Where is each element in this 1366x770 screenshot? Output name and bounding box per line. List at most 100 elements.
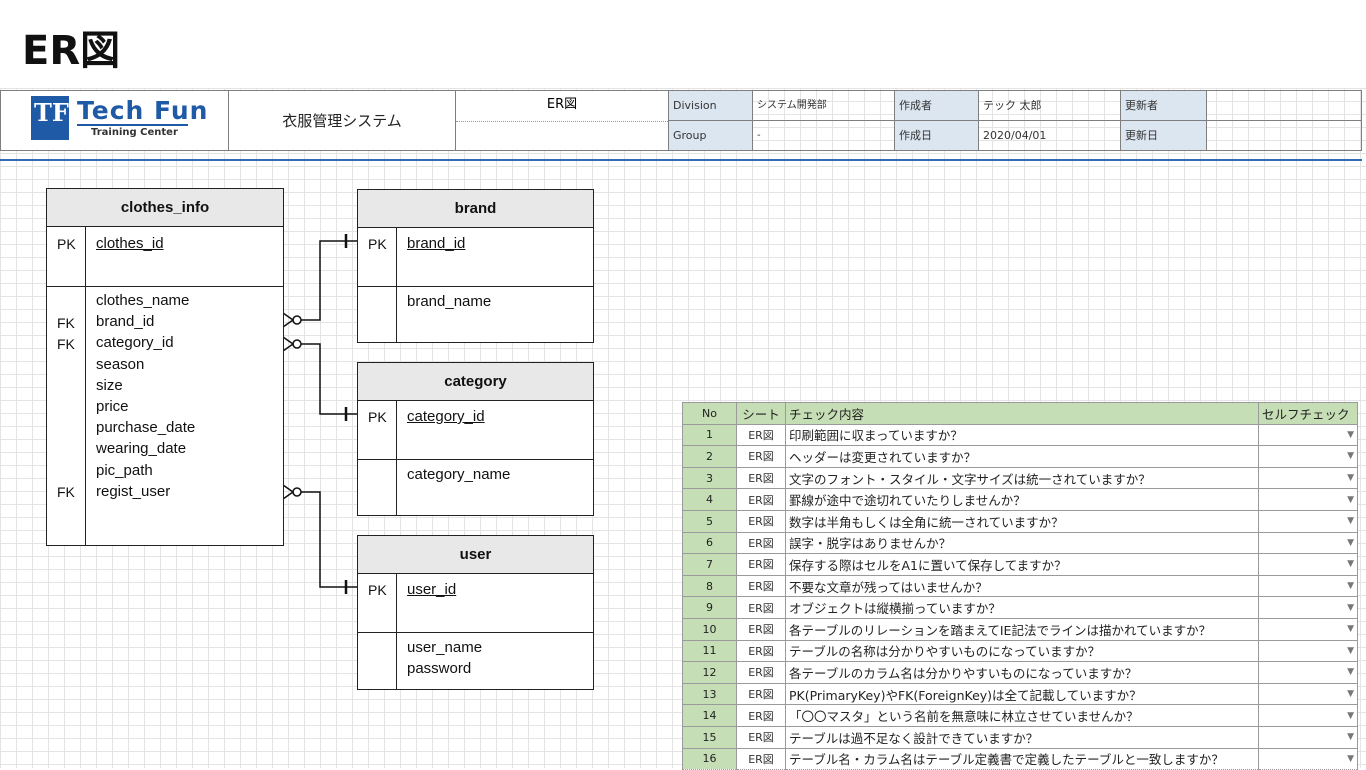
entity-clothes-info[interactable]: clothes_info PK clothes_id FK FK FK clot… <box>46 188 284 546</box>
row-sheet: ER図 <box>736 747 786 770</box>
dropdown-arrow-icon[interactable]: ▼ <box>1347 494 1354 505</box>
field-size: size <box>96 377 123 394</box>
row-number: 9 <box>682 596 737 619</box>
dropdown-arrow-icon[interactable]: ▼ <box>1347 473 1354 484</box>
row-sheet: ER図 <box>736 617 786 641</box>
rel-line-brand <box>301 240 358 321</box>
row-sheet: ER図 <box>736 553 786 576</box>
row-number: 5 <box>682 509 737 533</box>
self-check-dropdown[interactable]: ▼ <box>1258 553 1358 576</box>
dropdown-arrow-icon[interactable]: ▼ <box>1347 581 1354 592</box>
row-sheet: ER図 <box>736 596 786 619</box>
self-check-dropdown[interactable]: ▼ <box>1258 682 1358 706</box>
self-check-dropdown[interactable]: ▼ <box>1258 747 1358 770</box>
rel-many-mark-category <box>282 336 295 352</box>
fk-marker-brand: FK <box>57 315 75 331</box>
self-check-dropdown[interactable]: ▼ <box>1258 661 1358 684</box>
col-content: チェック内容 <box>785 402 1259 425</box>
field-price: price <box>96 398 129 415</box>
self-check-dropdown[interactable]: ▼ <box>1258 488 1358 511</box>
self-check-dropdown[interactable]: ▼ <box>1258 445 1358 468</box>
row-sheet: ER図 <box>736 488 786 511</box>
field-category-id: category_id <box>96 334 174 351</box>
logo-mark-text: TF <box>34 98 69 127</box>
logo-name: Tech Fun <box>77 96 209 125</box>
row-sheet: ER図 <box>736 445 786 468</box>
self-check-dropdown[interactable]: ▼ <box>1258 596 1358 619</box>
field-clothes-name: clothes_name <box>96 292 190 309</box>
entity-user[interactable]: user PK user_id user_name password <box>357 535 594 690</box>
field-category-name: category_name <box>407 466 511 483</box>
row-sheet: ER図 <box>736 639 786 663</box>
rel-line-user <box>301 491 358 588</box>
row-number: 6 <box>682 531 737 555</box>
dropdown-arrow-icon[interactable]: ▼ <box>1347 753 1354 764</box>
row-number: 4 <box>682 488 737 511</box>
dropdown-arrow-icon[interactable]: ▼ <box>1347 732 1354 743</box>
updated-value[interactable] <box>1206 120 1362 151</box>
field-category-id: category_id <box>407 408 485 425</box>
row-sheet: ER図 <box>736 574 786 598</box>
row-number: 15 <box>682 725 737 749</box>
col-no: No <box>682 402 737 425</box>
self-check-dropdown[interactable]: ▼ <box>1258 617 1358 641</box>
self-check-dropdown[interactable]: ▼ <box>1258 466 1358 490</box>
row-content: 罫線が途中で途切れていたりしませんか？ <box>785 488 1259 511</box>
dropdown-arrow-icon[interactable]: ▼ <box>1347 602 1354 613</box>
pk-marker: PK <box>368 582 387 598</box>
updated-label: 更新日 <box>1120 120 1207 151</box>
attr-section: brand_name <box>358 287 593 342</box>
self-check-dropdown[interactable]: ▼ <box>1258 725 1358 749</box>
row-content: 印刷範囲に収まっていますか？ <box>785 423 1259 447</box>
field-season: season <box>96 356 145 373</box>
entity-category[interactable]: category PK category_id category_name <box>357 362 594 516</box>
dropdown-arrow-icon[interactable]: ▼ <box>1347 537 1354 548</box>
self-check-dropdown[interactable]: ▼ <box>1258 509 1358 533</box>
dropdown-arrow-icon[interactable]: ▼ <box>1347 429 1354 440</box>
rel-many-mark-brand <box>282 312 295 328</box>
entity-brand[interactable]: brand PK brand_id brand_name <box>357 189 594 343</box>
attr-section: user_name password <box>358 633 593 689</box>
entity-title: category <box>358 363 593 401</box>
self-check-dropdown[interactable]: ▼ <box>1258 704 1358 727</box>
row-content: PK(PrimaryKey)やFK(ForeignKey)は全て記載していますか… <box>785 682 1259 706</box>
dropdown-arrow-icon[interactable]: ▼ <box>1347 645 1354 656</box>
doc-type-cell[interactable]: ER図 <box>455 90 669 151</box>
page-title: ER図 <box>22 28 121 74</box>
author-label: 作成者 <box>894 90 979 121</box>
logo-subtitle: Training Center <box>91 127 178 138</box>
row-content: 保存する際はセルをA1に置いて保存してますか？ <box>785 553 1259 576</box>
dropdown-arrow-icon[interactable]: ▼ <box>1347 710 1354 721</box>
row-sheet: ER図 <box>736 661 786 684</box>
self-check-dropdown[interactable]: ▼ <box>1258 574 1358 598</box>
rel-line-category <box>301 343 358 415</box>
entity-title: user <box>358 536 593 574</box>
field-user-name: user_name <box>407 639 483 656</box>
dropdown-arrow-icon[interactable]: ▼ <box>1347 451 1354 462</box>
row-content: 誤字・脱字はありませんか？ <box>785 531 1259 555</box>
row-content: テーブルの名称は分かりやすいものになっていますか？ <box>785 639 1259 663</box>
dropdown-arrow-icon[interactable]: ▼ <box>1347 689 1354 700</box>
self-check-dropdown[interactable]: ▼ <box>1258 423 1358 447</box>
group-label: Group <box>668 120 753 151</box>
techfun-logo-icon: TF <box>31 96 69 140</box>
system-name-cell[interactable]: 衣服管理システム <box>228 90 456 151</box>
row-content: ヘッダーは変更されていますか？ <box>785 445 1259 468</box>
pk-marker: PK <box>57 236 76 252</box>
row-number: 12 <box>682 661 737 684</box>
dropdown-arrow-icon[interactable]: ▼ <box>1347 559 1354 570</box>
self-check-dropdown[interactable]: ▼ <box>1258 639 1358 663</box>
entity-title: brand <box>358 190 593 228</box>
row-content: 不要な文章が残ってはいませんか？ <box>785 574 1259 598</box>
field-clothes-id: clothes_id <box>96 235 164 252</box>
dropdown-arrow-icon[interactable]: ▼ <box>1347 667 1354 678</box>
self-check-dropdown[interactable]: ▼ <box>1258 531 1358 555</box>
pk-section: PK category_id <box>358 401 593 460</box>
row-number: 16 <box>682 747 737 770</box>
dropdown-arrow-icon[interactable]: ▼ <box>1347 624 1354 635</box>
dropdown-arrow-icon[interactable]: ▼ <box>1347 516 1354 527</box>
